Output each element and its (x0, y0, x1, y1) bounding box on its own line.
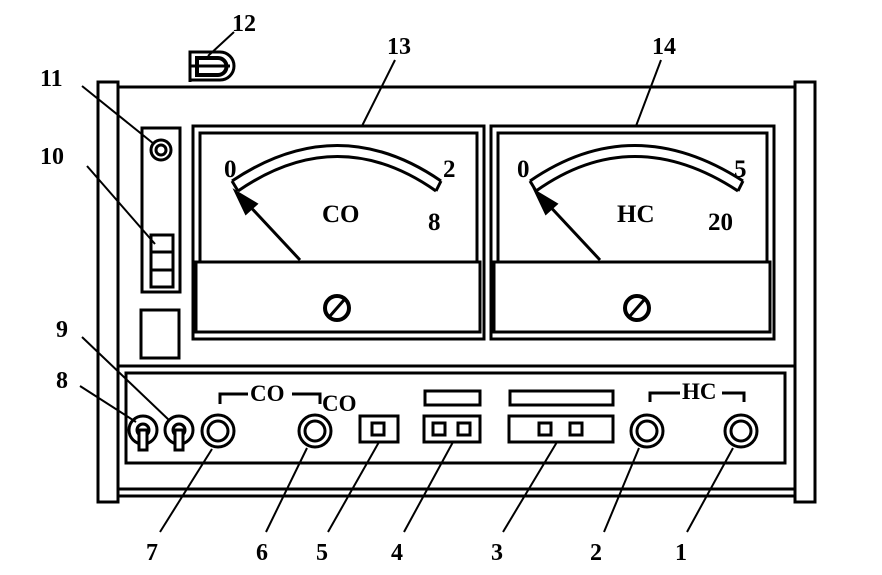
callout-11: 11 (40, 66, 63, 92)
co-gas-label: CO (322, 201, 360, 228)
callout-13: 13 (387, 34, 411, 60)
callout-10: 10 (40, 144, 64, 170)
hc-meter (489, 124, 776, 341)
callout-9: 9 (56, 317, 68, 343)
hc-gas-label: HC (617, 201, 655, 228)
callout-14: 14 (652, 34, 676, 60)
push-button-3 (507, 414, 615, 444)
label-strip-4 (423, 389, 482, 407)
co-zero-adjust-screw (323, 294, 351, 322)
toggle-switch-9 (163, 414, 195, 452)
hc-scale-max-upper: 5 (734, 156, 747, 183)
upper-housing (116, 85, 797, 368)
label-strip-3 (508, 389, 615, 407)
range-switch (149, 233, 175, 289)
leader-lines (79, 31, 734, 533)
co-scale-max-upper: 2 (443, 156, 456, 183)
callout-7: 7 (146, 540, 158, 566)
co-meter (191, 124, 486, 341)
callout-12: 12 (232, 11, 256, 37)
callout-5: 5 (316, 540, 328, 566)
toggle-switch-8 (127, 414, 159, 452)
hc-zero-adjust-screw (623, 294, 651, 322)
co-bracket (218, 392, 322, 404)
callout-6: 6 (256, 540, 268, 566)
callout-3: 3 (491, 540, 503, 566)
co-bracket-label: CO (250, 381, 285, 406)
co-knob-label: CO (322, 391, 357, 416)
knob-7 (200, 413, 236, 449)
left-side-rail (96, 80, 120, 504)
indicator-lamp (149, 138, 173, 162)
left-indicator-column (140, 126, 182, 294)
co-needle (242, 198, 302, 262)
callout-1: 1 (675, 540, 687, 566)
carry-handle (188, 50, 236, 82)
callout-4: 4 (391, 540, 403, 566)
blank-window (139, 308, 181, 360)
callout-8: 8 (56, 368, 68, 394)
hc-scale-max-lower: 20 (708, 209, 733, 236)
push-button-5 (358, 414, 400, 444)
hc-bracket (648, 391, 746, 402)
callout-2: 2 (590, 540, 602, 566)
co-scale-min: 0 (224, 156, 237, 183)
hc-needle (542, 198, 602, 262)
co-scale-max-lower: 8 (428, 209, 441, 236)
hc-scale-min: 0 (517, 156, 530, 183)
control-panel-frame (124, 371, 787, 465)
right-side-rail (793, 80, 817, 504)
hc-bracket-label: HC (682, 379, 717, 404)
knob-2 (629, 413, 665, 449)
knob-1 (723, 413, 759, 449)
knob-6 (297, 413, 333, 449)
push-button-4 (422, 414, 482, 444)
